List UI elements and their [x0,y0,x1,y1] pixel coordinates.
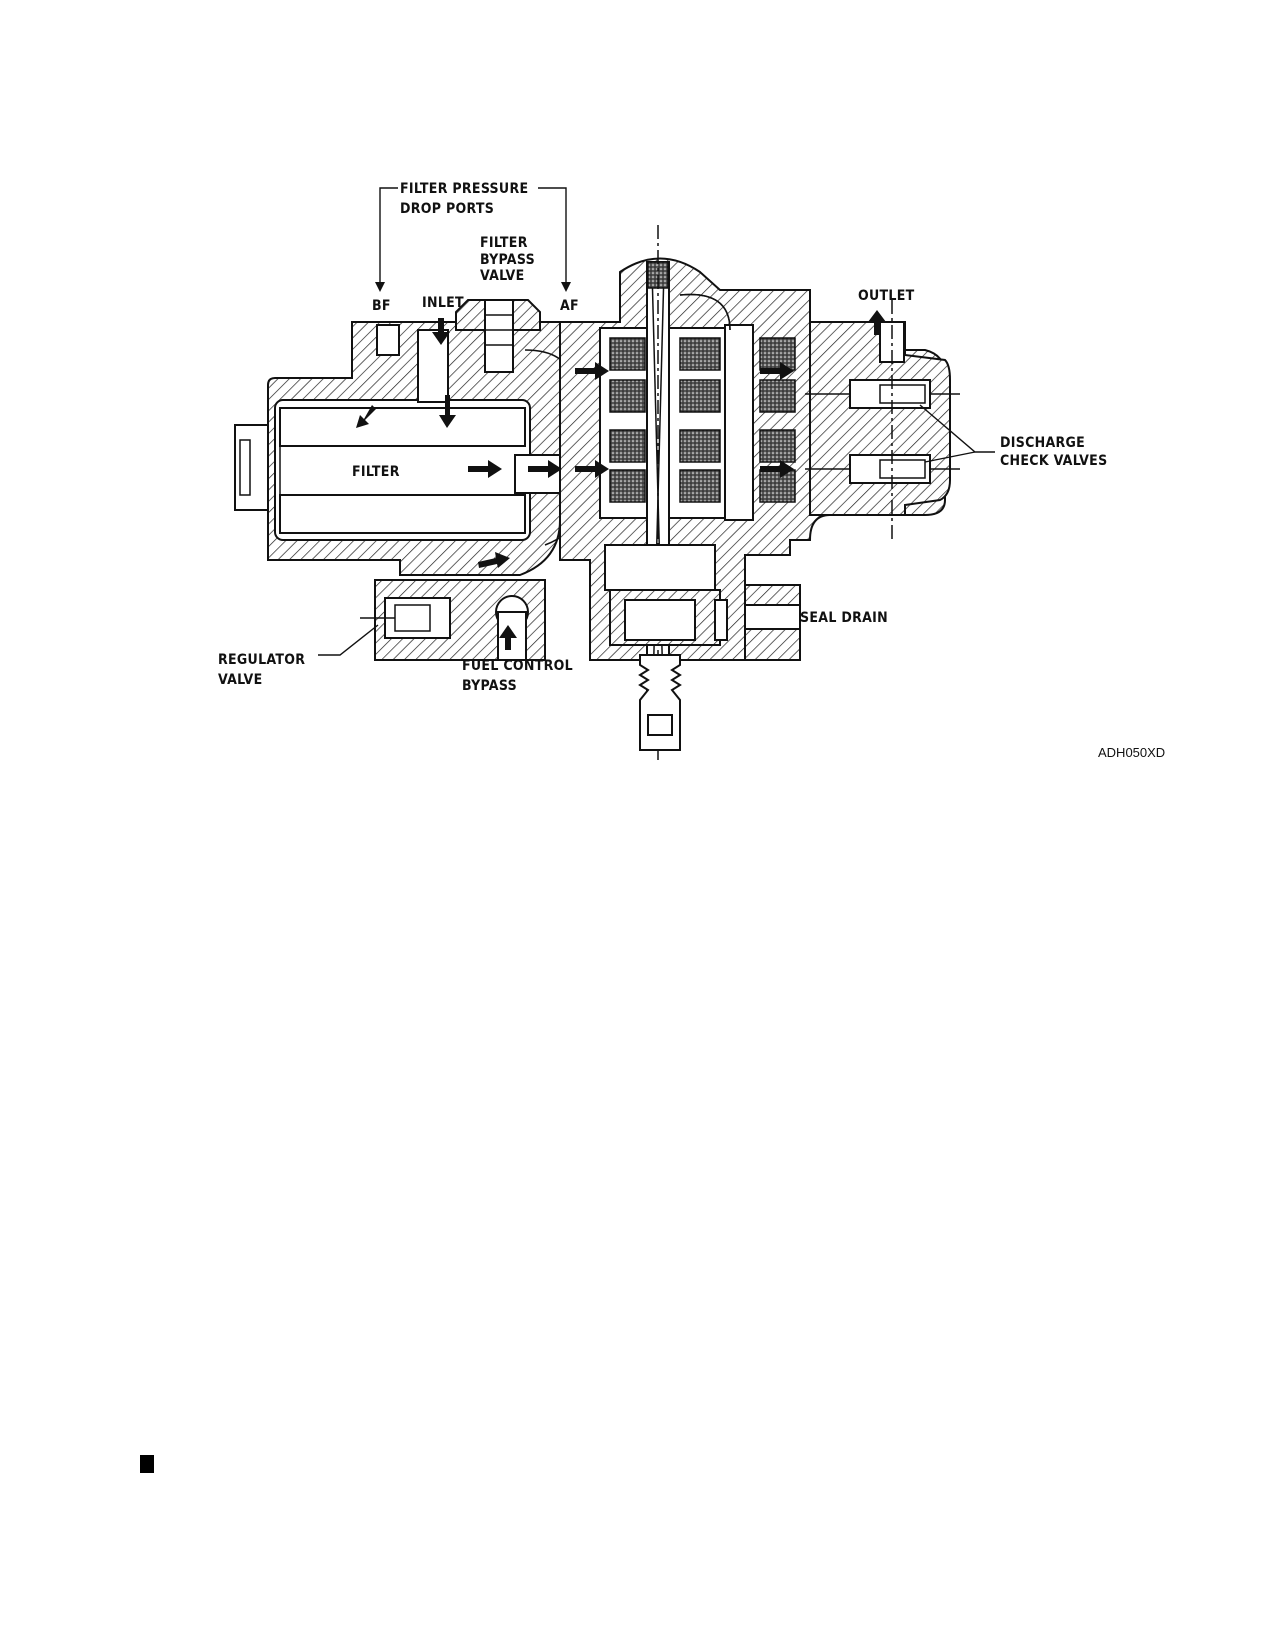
label-filter-bypass-valve-line1: FILTER [480,235,528,251]
label-filter-pressure-drop-ports-line1: FILTER PRESSURE [400,181,528,197]
page-change-bar [140,1455,154,1473]
label-fuel-control-bypass-line1: FUEL CONTROL [462,658,573,674]
regulator-valve-body [360,579,546,661]
label-bf: BF [372,298,391,314]
label-discharge-check-valves-line2: CHECK VALVES [1000,453,1107,469]
label-af: AF [560,298,579,314]
label-filter: FILTER [352,464,400,480]
label-discharge-check-valves-line1: DISCHARGE [1000,435,1085,451]
label-filter-bypass-valve-line3: VALVE [480,268,525,284]
label-filter-bypass-valve-line2: BYPASS [480,252,535,268]
leader-lines [318,187,995,656]
label-fuel-control-bypass-line2: BYPASS [462,678,517,694]
label-outlet: OUTLET [858,288,915,304]
check-valve-housing [805,300,960,540]
figure-id: ADH050XD [1098,745,1165,760]
label-regulator-valve-line2: VALVE [218,672,263,688]
filter-housing [234,299,583,576]
label-regulator-valve-line1: REGULATOR [218,652,305,668]
label-filter-pressure-drop-ports-line2: DROP PORTS [400,201,494,217]
label-inlet: INLET [422,295,464,311]
label-seal-drain: SEAL DRAIN [800,610,888,626]
flow-arrows [356,310,886,650]
